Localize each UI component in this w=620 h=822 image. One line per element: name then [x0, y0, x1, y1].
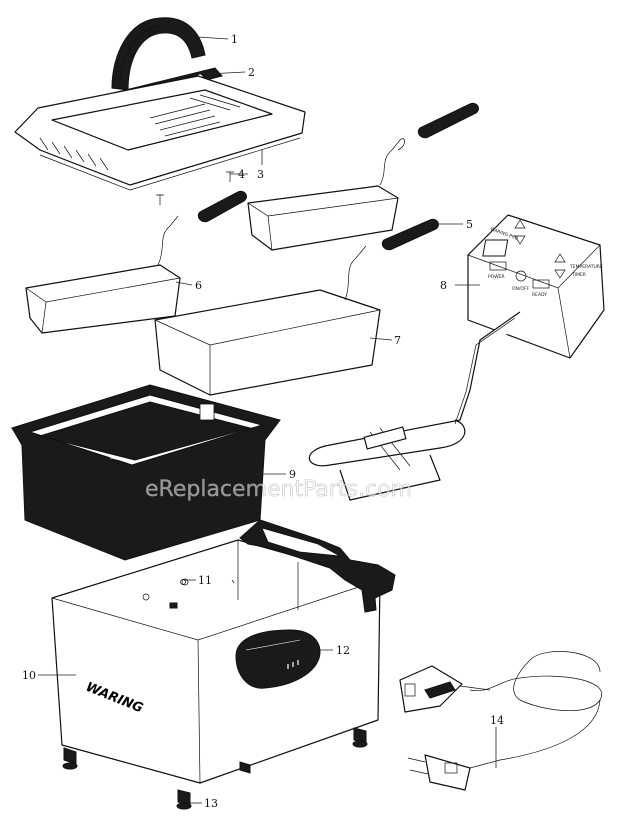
callout-5: 5	[466, 218, 473, 231]
ready-label: READY	[532, 292, 547, 298]
onoff-label: ON/OFF	[512, 286, 530, 292]
basket-small-upper	[247, 102, 479, 251]
callout-11: 11	[198, 574, 212, 587]
callout-leaders	[38, 36, 497, 804]
power-cord	[399, 651, 603, 791]
housing-rear-section	[239, 519, 396, 613]
basket-large	[154, 218, 439, 396]
basket-small-left	[25, 190, 247, 334]
control-panel-heating-element: WARING PRO POWER ON/OFF READY TEMPERATUR…	[308, 214, 605, 501]
callout-3: 3	[257, 168, 264, 181]
watermark-text: eReplacementParts.com	[145, 477, 412, 502]
housing-feet	[62, 727, 368, 810]
lid-slots	[149, 94, 241, 137]
callout-14: 14	[490, 714, 504, 727]
temp-label: TEMPERATURE	[569, 264, 603, 270]
timer-label: TIMER	[571, 272, 586, 278]
callout-2: 2	[248, 66, 255, 79]
lid-handle	[111, 17, 206, 91]
oil-container	[11, 384, 281, 561]
callout-labels: 1 2 3 4 5 6 7 8 9 10 11 12 13 14	[22, 33, 504, 810]
callout-4: 4	[238, 168, 245, 181]
lid-screws	[156, 171, 234, 205]
fryer-housing: WARING	[51, 519, 396, 784]
callout-7: 7	[394, 334, 401, 347]
side-handle	[235, 629, 321, 689]
callout-12: 12	[336, 644, 350, 657]
power-label: POWER	[488, 274, 505, 280]
lid-vents	[39, 137, 109, 171]
callout-13: 13	[204, 797, 218, 810]
housing-screw	[181, 578, 189, 586]
fryer-lid	[14, 75, 306, 191]
callout-9: 9	[289, 468, 296, 481]
heating-element-coil	[308, 311, 521, 501]
control-display	[482, 239, 509, 257]
callout-8: 8	[440, 279, 447, 292]
callout-10: 10	[22, 669, 36, 682]
temperature-buttons	[514, 219, 566, 279]
callout-6: 6	[195, 279, 202, 292]
callout-1: 1	[231, 33, 238, 46]
